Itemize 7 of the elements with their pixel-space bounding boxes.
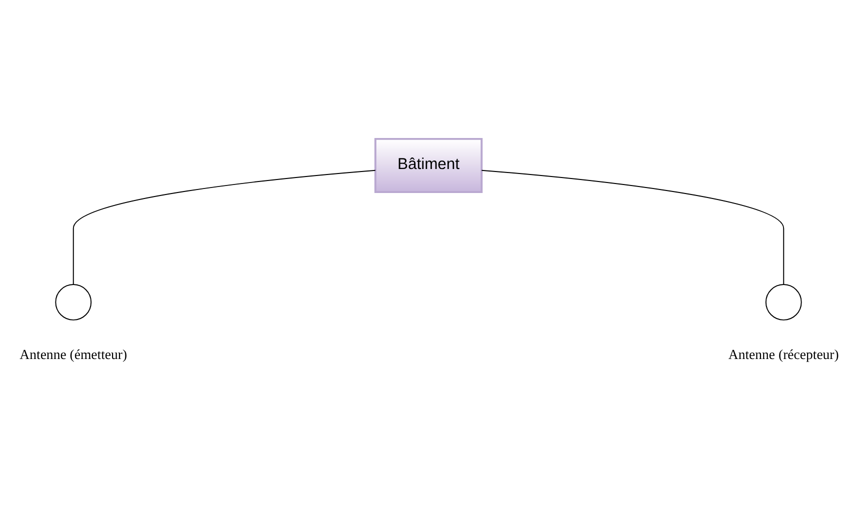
node-box: Bâtiment (374, 137, 483, 193)
node-label: Antenne (émetteur) (20, 346, 128, 362)
node-label: Antenne (récepteur) (728, 346, 839, 362)
node-circle (765, 284, 802, 320)
connector (72, 169, 376, 284)
connector (481, 169, 784, 284)
node-circle (55, 284, 92, 320)
